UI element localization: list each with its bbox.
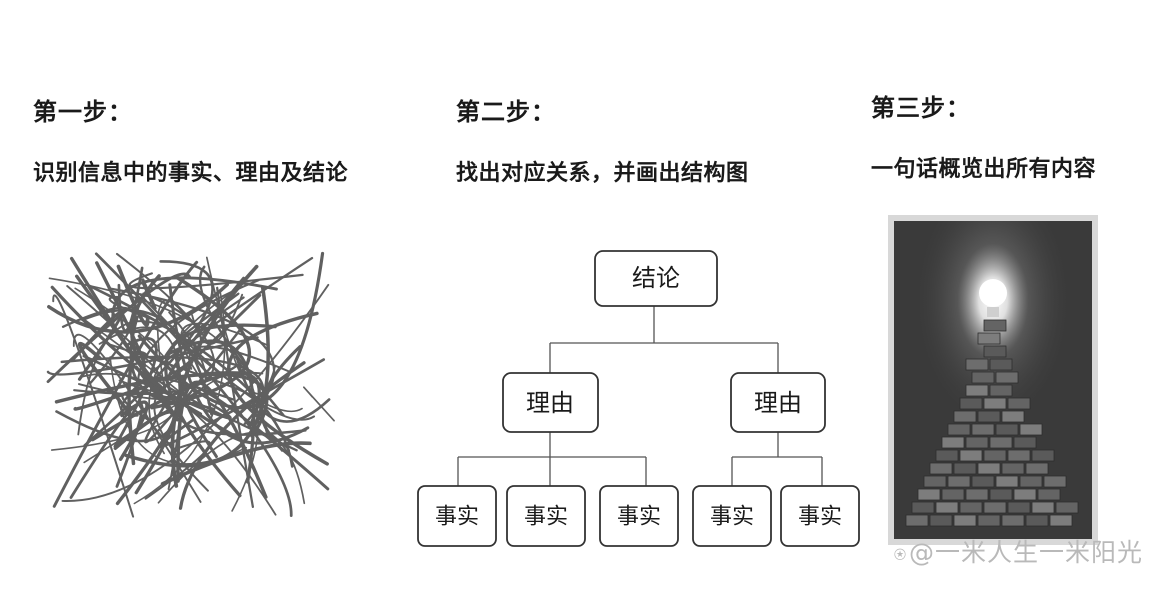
fact-node: 事实 — [599, 485, 679, 547]
step-1-desc: 识别信息中的事实、理由及结论 — [33, 161, 349, 186]
diagram-connectors — [457, 306, 823, 486]
fact-label: 事实 — [798, 505, 842, 530]
step-2: 第二步： 找出对应关系，并画出结构图 — [456, 92, 749, 187]
fact-node: 事实 — [417, 485, 497, 547]
watermark-text: @一米人生一米阳光 — [908, 538, 1143, 567]
reason-label: 理由 — [526, 389, 574, 417]
watermark: ⍟@一米人生一米阳光 — [894, 533, 1143, 569]
fact-node: 事实 — [506, 485, 586, 547]
watermark-icon: ⍟ — [893, 542, 907, 566]
fact-label: 事实 — [524, 505, 568, 530]
step-2-title: 第二步： — [456, 98, 556, 126]
conclusion-label: 结论 — [632, 264, 680, 292]
step-3: 第三步： 一句话概览出所有内容 — [871, 88, 1096, 183]
step-2-desc: 找出对应关系，并画出结构图 — [456, 161, 749, 186]
lightbulb-on-books-icon — [888, 215, 1098, 545]
step-1: 第一步： 识别信息中的事实、理由及结论 — [33, 92, 348, 187]
structure-diagram: 结论 理由 理由 事实 事实 事实 事实 事实 — [417, 250, 860, 547]
fact-node: 事实 — [780, 485, 860, 547]
reason-node: 理由 — [502, 372, 599, 433]
step-3-desc: 一句话概览出所有内容 — [871, 157, 1097, 182]
step-1-title: 第一步： — [33, 98, 133, 126]
fact-label: 事实 — [435, 505, 479, 530]
fact-label: 事实 — [710, 505, 754, 530]
scribble-icon — [46, 251, 335, 518]
step-3-title: 第三步： — [871, 94, 971, 122]
fact-node: 事实 — [692, 485, 772, 547]
conclusion-node: 结论 — [594, 250, 718, 307]
reason-node: 理由 — [730, 372, 826, 433]
reason-label: 理由 — [754, 389, 802, 417]
fact-label: 事实 — [617, 505, 661, 530]
